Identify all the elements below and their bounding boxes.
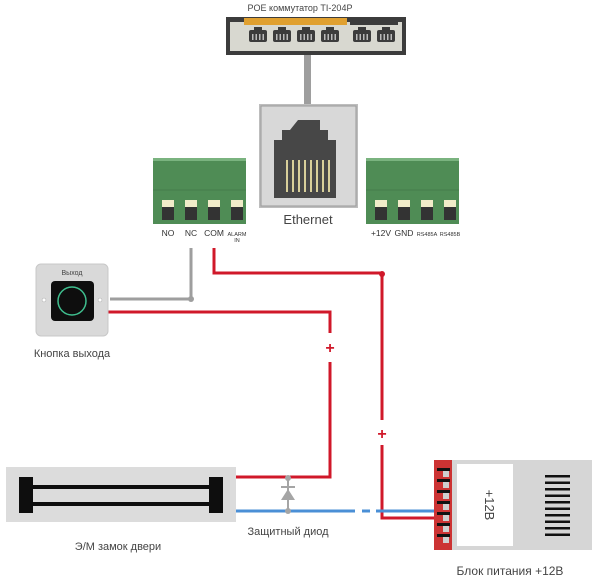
psu-vent — [545, 494, 570, 497]
psu-face-label: +12В — [482, 490, 497, 521]
psu-vent — [545, 514, 570, 517]
terminal-slot — [208, 207, 220, 220]
ethernet-port: Ethernet — [259, 104, 358, 227]
rj45-pin — [304, 160, 306, 192]
terminal-label: IN — [234, 238, 240, 244]
rj45-pin — [328, 160, 330, 192]
psu-vent — [545, 481, 570, 484]
wire-nc — [110, 248, 193, 301]
junction-dot — [379, 271, 385, 277]
power-supply: +12В Блок питания +12В — [434, 460, 592, 578]
terminal-screw — [162, 200, 174, 207]
rj45-icon — [274, 120, 336, 198]
psu-vent — [545, 520, 570, 523]
button-ring-icon — [57, 286, 87, 316]
diode-caption: Защитный диод — [247, 526, 329, 538]
terminal-label: RS485A — [417, 232, 438, 238]
ethernet-cable — [304, 55, 311, 105]
psu-vent — [545, 533, 570, 536]
terminal-slot — [162, 207, 174, 220]
psu-vent — [545, 475, 570, 478]
protective-diode: Защитный диод — [247, 475, 329, 538]
rj45-pin — [316, 160, 318, 192]
rj45-pin — [298, 160, 300, 192]
em-lock: Э/М замок двери — [6, 467, 236, 553]
poe-strip — [244, 18, 347, 25]
psu-vent — [545, 507, 570, 510]
ethernet-label: Ethernet — [283, 212, 333, 227]
terminal-slot — [444, 207, 456, 220]
terminal-label: +12V — [371, 228, 391, 238]
psu-vent — [545, 527, 570, 530]
exit-button-caption: Кнопка выхода — [34, 348, 111, 360]
terminal-slot — [375, 207, 387, 220]
terminal-screw — [375, 200, 387, 207]
switch-port-icon — [321, 27, 339, 42]
terminal-label: RS485B — [440, 232, 461, 238]
lock-caption: Э/М замок двери — [75, 541, 161, 553]
switch-port-icon — [297, 27, 315, 42]
psu-terminal — [437, 468, 450, 471]
terminal-slot — [421, 207, 433, 220]
terminal-screw — [185, 200, 197, 207]
psu-terminal — [437, 523, 450, 526]
rj45-pin — [310, 160, 312, 192]
switch-port-icon — [353, 27, 371, 42]
junction-dot — [188, 296, 194, 302]
wire-button-lock — [108, 310, 332, 333]
plus-marker: + — [325, 340, 334, 357]
exit-button-face-label: Выход — [62, 270, 83, 277]
switch-port-icon — [377, 27, 395, 42]
wire-lock-plus — [236, 362, 332, 479]
terminal-screw — [421, 200, 433, 207]
psu-terminal — [437, 534, 450, 537]
terminal-label: GND — [395, 228, 414, 238]
psu-terminal — [437, 501, 450, 504]
psu-vent — [545, 501, 570, 504]
switch-port-icon — [273, 27, 291, 42]
psu-terminal — [437, 479, 450, 482]
terminal-label: NC — [185, 228, 197, 238]
terminal-slot — [185, 207, 197, 220]
terminal-slot — [231, 207, 243, 220]
wire-com — [212, 248, 384, 420]
plus-marker: + — [377, 426, 386, 443]
psu-vent — [545, 488, 570, 491]
switch-port-icon — [249, 27, 267, 42]
terminal-screw — [208, 200, 220, 207]
psu-caption: Блок питания +12В — [457, 564, 564, 578]
exit-button-device: Выход Кнопка выхода — [34, 263, 111, 360]
terminal-screw — [444, 200, 456, 207]
psu-terminal — [437, 512, 450, 515]
wire-com-to-psu — [380, 445, 440, 520]
terminal-screw — [231, 200, 243, 207]
switch-title: POE коммутатор TI-204P — [248, 3, 353, 13]
terminal-label: ALARM — [228, 232, 247, 238]
rj45-pin — [292, 160, 294, 192]
terminal-label: COM — [204, 228, 224, 238]
poe-switch: POE коммутатор TI-204P — [226, 3, 406, 55]
diode-icon — [281, 489, 295, 500]
rj45-pin — [286, 160, 288, 192]
psu-terminal — [437, 490, 450, 493]
rj45-pin — [322, 160, 324, 192]
terminal-slot — [398, 207, 410, 220]
terminal-screw — [398, 200, 410, 207]
terminal-label: NO — [162, 228, 175, 238]
